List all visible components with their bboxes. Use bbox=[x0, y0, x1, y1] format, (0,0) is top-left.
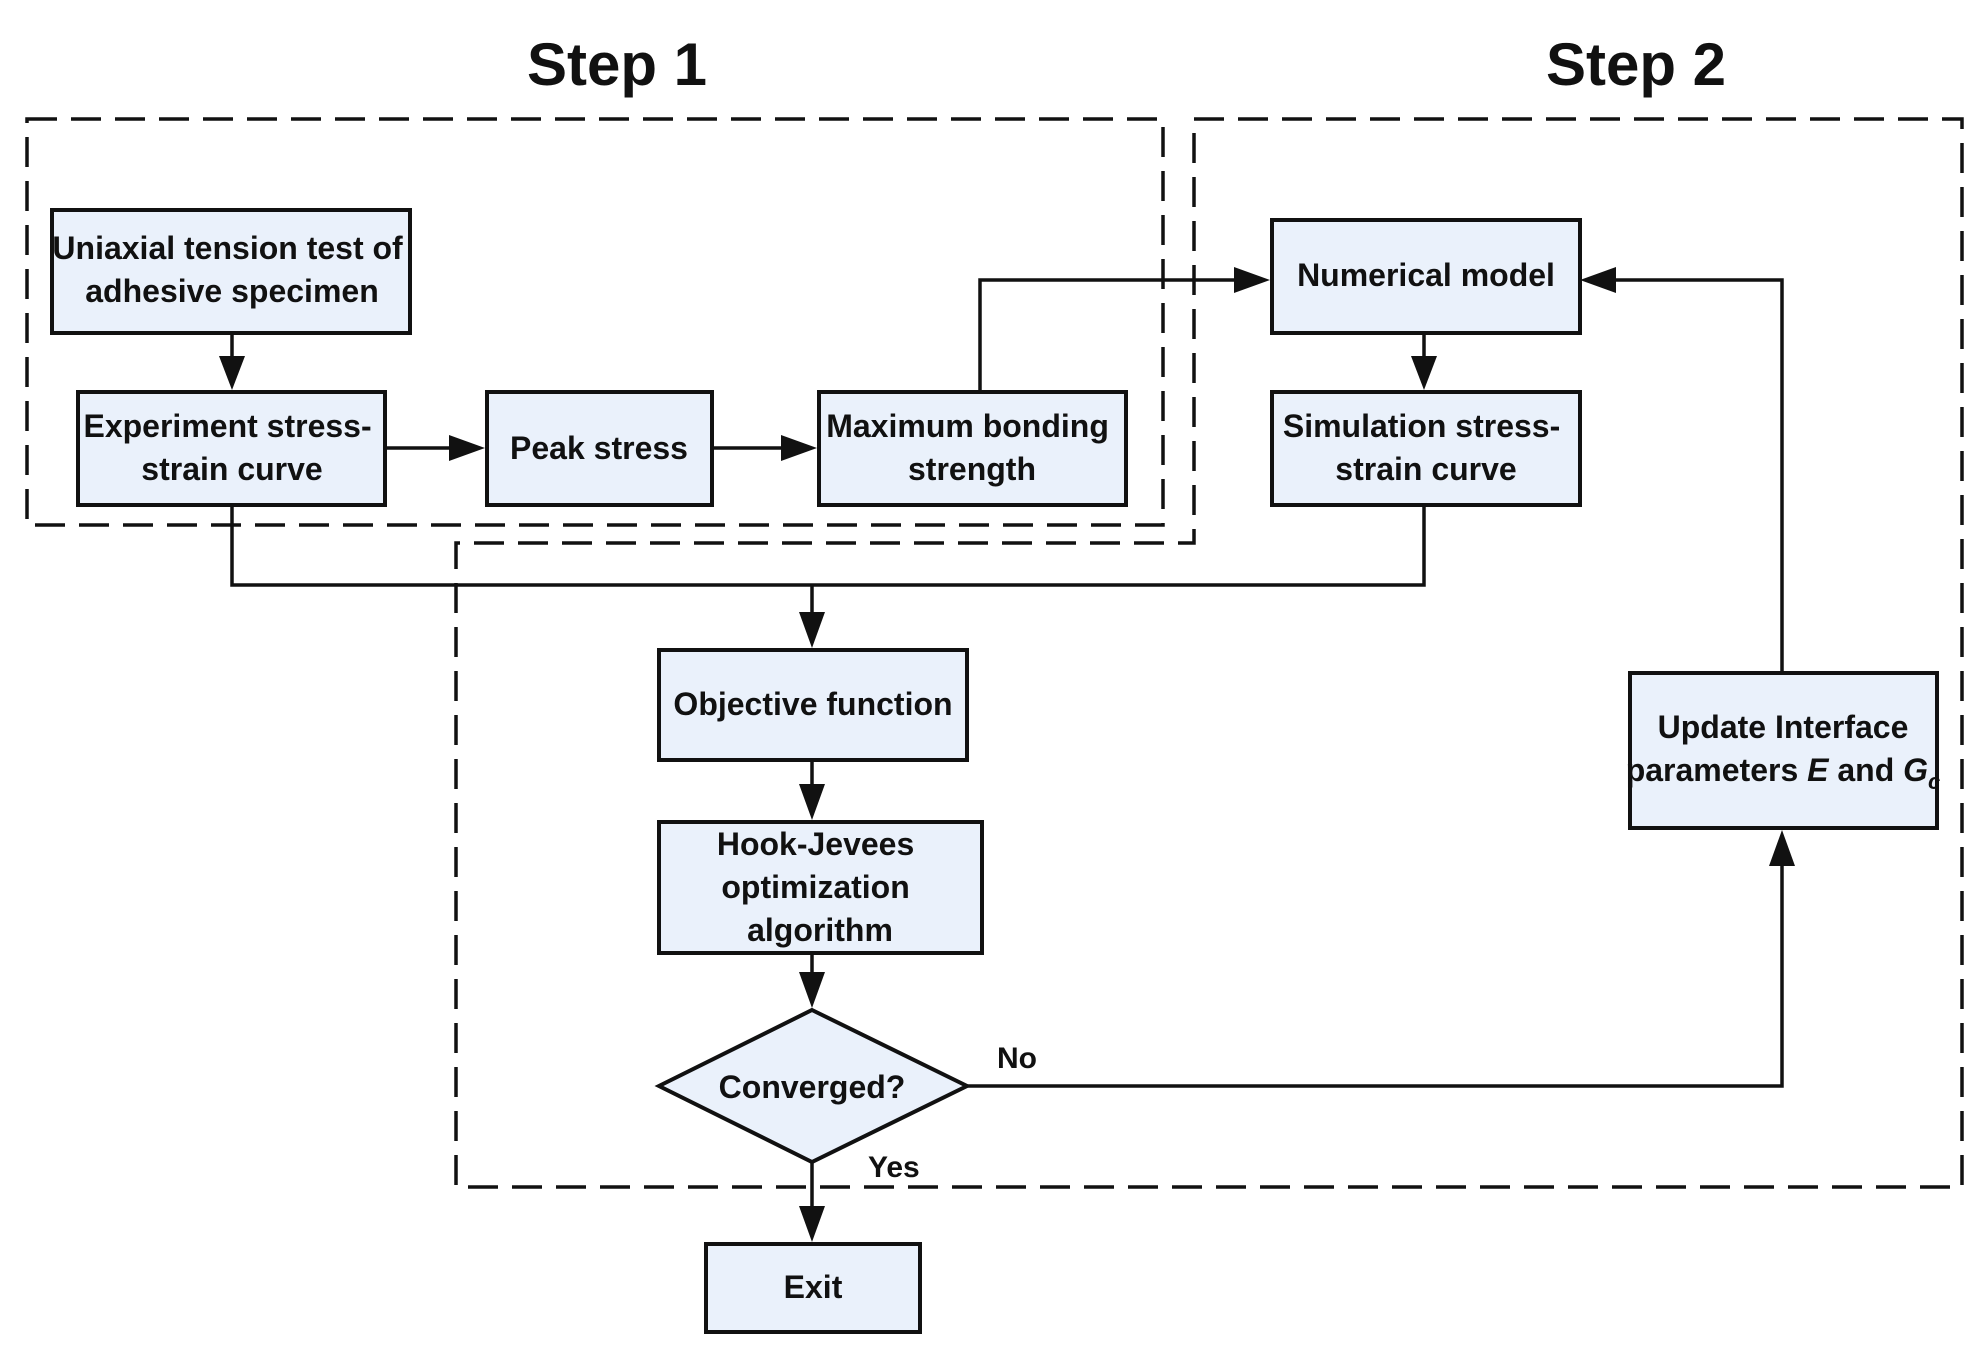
arrow-converged-to-update bbox=[967, 860, 1784, 1088]
step-1-region bbox=[25, 117, 1165, 527]
node-label-line: Peak stress bbox=[510, 430, 688, 466]
node-label-line: strength bbox=[908, 451, 1036, 487]
arrowhead bbox=[799, 972, 825, 1008]
arrowhead bbox=[1411, 356, 1437, 390]
step-1-title: Step 1 bbox=[527, 31, 707, 98]
node-converged-decision: Converged? bbox=[654, 1007, 972, 1165]
node-label-line: Numerical model bbox=[1297, 257, 1555, 293]
node-label-line: Update Interface bbox=[1658, 709, 1909, 745]
node-label-line: Hook-Jevees bbox=[717, 826, 914, 862]
node-label-line: Uniaxial tension test of bbox=[52, 230, 403, 266]
svg-text:Simulation stress- strai: Simulation stress- strain curve bbox=[1283, 408, 1569, 487]
edge-label-no: No bbox=[997, 1042, 1037, 1075]
node-uniaxial-test: Uniaxial tension test of adhesive specim… bbox=[50, 208, 412, 335]
node-label-line: Objective function bbox=[673, 686, 952, 722]
node-label-line: algorithm bbox=[747, 912, 893, 948]
arrowhead bbox=[799, 612, 825, 648]
step-2-title: Step 2 bbox=[1546, 31, 1726, 98]
edge-label-yes: Yes bbox=[868, 1151, 920, 1184]
node-label-line: optimization bbox=[721, 869, 909, 905]
arrow-update-to-numerical bbox=[1610, 278, 1784, 673]
svg-text:Experiment stress- strai: Experiment stress- strain curve bbox=[83, 408, 380, 487]
node-label-line: Maximum bonding bbox=[826, 408, 1109, 444]
node-experiment-curve: Experiment stress- strain curve bbox=[76, 390, 387, 507]
node-label-line: Converged? bbox=[719, 1069, 906, 1105]
arrowhead bbox=[799, 784, 825, 820]
svg-text:Exit: Exit bbox=[784, 1269, 843, 1305]
arrow-maxbond-to-numerical bbox=[978, 278, 1240, 390]
node-label-line: strain curve bbox=[141, 451, 322, 487]
node-label-line: parameters bbox=[1626, 752, 1807, 788]
node-update-parameters: Update Interface parameters E and Gc bbox=[1626, 671, 1941, 830]
connectors bbox=[219, 267, 1795, 1242]
node-label-line: adhesive specimen bbox=[85, 273, 378, 309]
param-e: E bbox=[1807, 752, 1830, 788]
arrowhead bbox=[449, 435, 485, 461]
arrowhead bbox=[1580, 267, 1616, 293]
node-hook-jevees: Hook-Jevees optimization algorithm bbox=[657, 820, 984, 955]
arrowhead bbox=[799, 1206, 825, 1242]
node-exit: Exit bbox=[704, 1242, 922, 1334]
node-label-line: strain curve bbox=[1335, 451, 1516, 487]
node-numerical-model: Numerical model bbox=[1270, 218, 1582, 335]
svg-text:Update Interface: Update Interface bbox=[1658, 709, 1909, 745]
node-label-line: Simulation stress- bbox=[1283, 408, 1560, 444]
arrowhead bbox=[781, 435, 817, 461]
svg-text:Maximum bonding strength: Maximum bonding strength bbox=[826, 408, 1118, 487]
node-label-line: Exit bbox=[784, 1269, 843, 1305]
svg-text:Hook-Jevees optimization: Hook-Jevees optimization algorithm bbox=[717, 826, 923, 948]
node-label-line: Experiment stress- bbox=[83, 408, 371, 444]
node-max-bonding-strength: Maximum bonding strength bbox=[817, 390, 1128, 507]
param-g-subscript: c bbox=[1928, 769, 1940, 794]
line-experiment-to-merge bbox=[230, 505, 1426, 587]
arrowhead bbox=[219, 356, 245, 390]
svg-text:Converged?: Converged? bbox=[719, 1069, 906, 1105]
node-objective-function: Objective function bbox=[657, 648, 969, 762]
step-2-region bbox=[454, 117, 1964, 1189]
svg-text:Peak stress: Peak stress bbox=[510, 430, 688, 466]
arrowhead bbox=[1234, 267, 1270, 293]
node-simulation-curve: Simulation stress- strain curve bbox=[1270, 390, 1582, 507]
svg-text:Numerical model: Numerical model bbox=[1297, 257, 1555, 293]
svg-text:parameters E and Gc: parameters E and Gc bbox=[1626, 752, 1941, 794]
node-peak-stress: Peak stress bbox=[485, 390, 714, 507]
node-label-conj: and bbox=[1828, 752, 1903, 788]
svg-text:Objective function: Objective function bbox=[673, 686, 952, 722]
svg-text:Uniaxial tension test of: Uniaxial tension test of adhesive specim… bbox=[52, 230, 411, 309]
arrowhead bbox=[1769, 830, 1795, 866]
param-g: G bbox=[1903, 752, 1928, 788]
